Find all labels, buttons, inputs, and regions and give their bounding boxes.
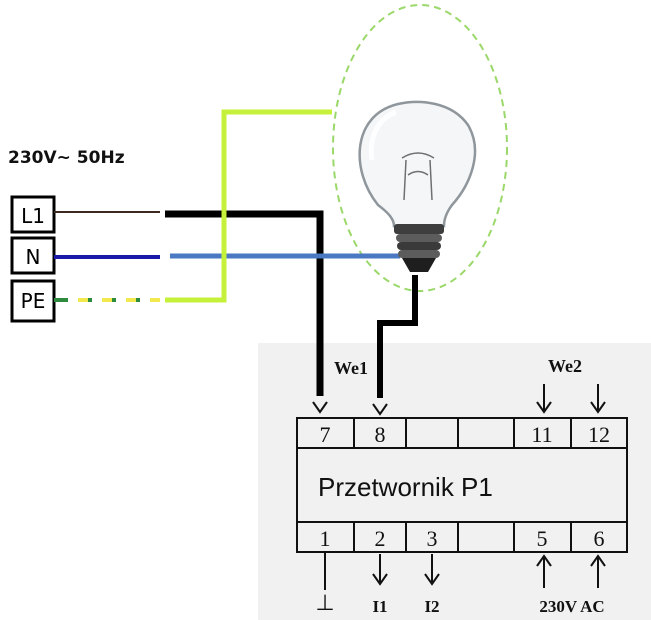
terminal-8-label: 8	[375, 422, 386, 447]
wire-lamp-return	[377, 275, 418, 398]
output-i1-label: I1	[372, 597, 387, 616]
top-terminal-dividers	[353, 418, 572, 448]
terminal-6-label: 6	[594, 526, 605, 551]
supply-arrow-6	[590, 554, 606, 588]
terminal-pe-label: PE	[21, 289, 46, 313]
wires	[54, 109, 418, 398]
supply-terminal-block: L1 N PE	[10, 195, 56, 323]
lamp-highlight-ellipse	[332, 4, 508, 292]
terminal-12-label: 12	[588, 422, 610, 447]
converter-block: We1 We2 7 8 11 12 Przetwornik P1	[296, 356, 628, 616]
we1-arrow-7	[312, 401, 328, 414]
output-arrow-i2	[424, 554, 440, 586]
light-bulb-icon	[358, 100, 477, 272]
we2-arrow-12	[590, 384, 606, 414]
bottom-terminal-dividers	[353, 522, 572, 552]
wire-pe-lime	[165, 109, 332, 303]
terminal-11-label: 11	[531, 422, 552, 447]
output-arrow-i1	[372, 554, 388, 586]
output-i2-label: I2	[424, 597, 439, 616]
input-group-we2-label: We2	[548, 356, 582, 376]
bulb-base-collar	[394, 224, 444, 234]
terminal-7-label: 7	[320, 422, 331, 447]
converter-title: Przetwornik P1	[318, 472, 493, 502]
terminal-l1-label: L1	[21, 204, 45, 228]
terminal-2-label: 2	[375, 526, 386, 551]
bulb-glass	[358, 100, 477, 228]
ground-label: ⊥	[315, 591, 334, 616]
bulb-screw-3	[398, 250, 440, 258]
supply-voltage-label: 230V AC	[539, 597, 604, 616]
terminal-l1-box	[10, 195, 56, 234]
bulb-glass-shine	[368, 109, 398, 161]
terminal-n-label: N	[26, 245, 41, 269]
terminal-1-label: 1	[320, 526, 331, 551]
terminal-3-label: 3	[427, 526, 438, 551]
supply-label: 230V~ 50Hz	[8, 148, 125, 168]
we2-arrow-11	[536, 384, 552, 414]
terminal-pe-box	[10, 279, 56, 323]
input-group-we1-label: We1	[334, 358, 368, 378]
bulb-filament	[401, 152, 435, 201]
we1-arrow-8	[372, 403, 388, 416]
terminal-5-label: 5	[537, 526, 548, 551]
bottom-terminal-row	[296, 521, 628, 553]
bulb-screw-1	[396, 234, 442, 242]
bulb-screw-2	[397, 242, 441, 250]
bulb-tip	[402, 258, 436, 272]
supply-arrow-5	[536, 554, 552, 588]
wire-phase-black	[165, 210, 324, 396]
terminal-n-box	[10, 236, 56, 275]
